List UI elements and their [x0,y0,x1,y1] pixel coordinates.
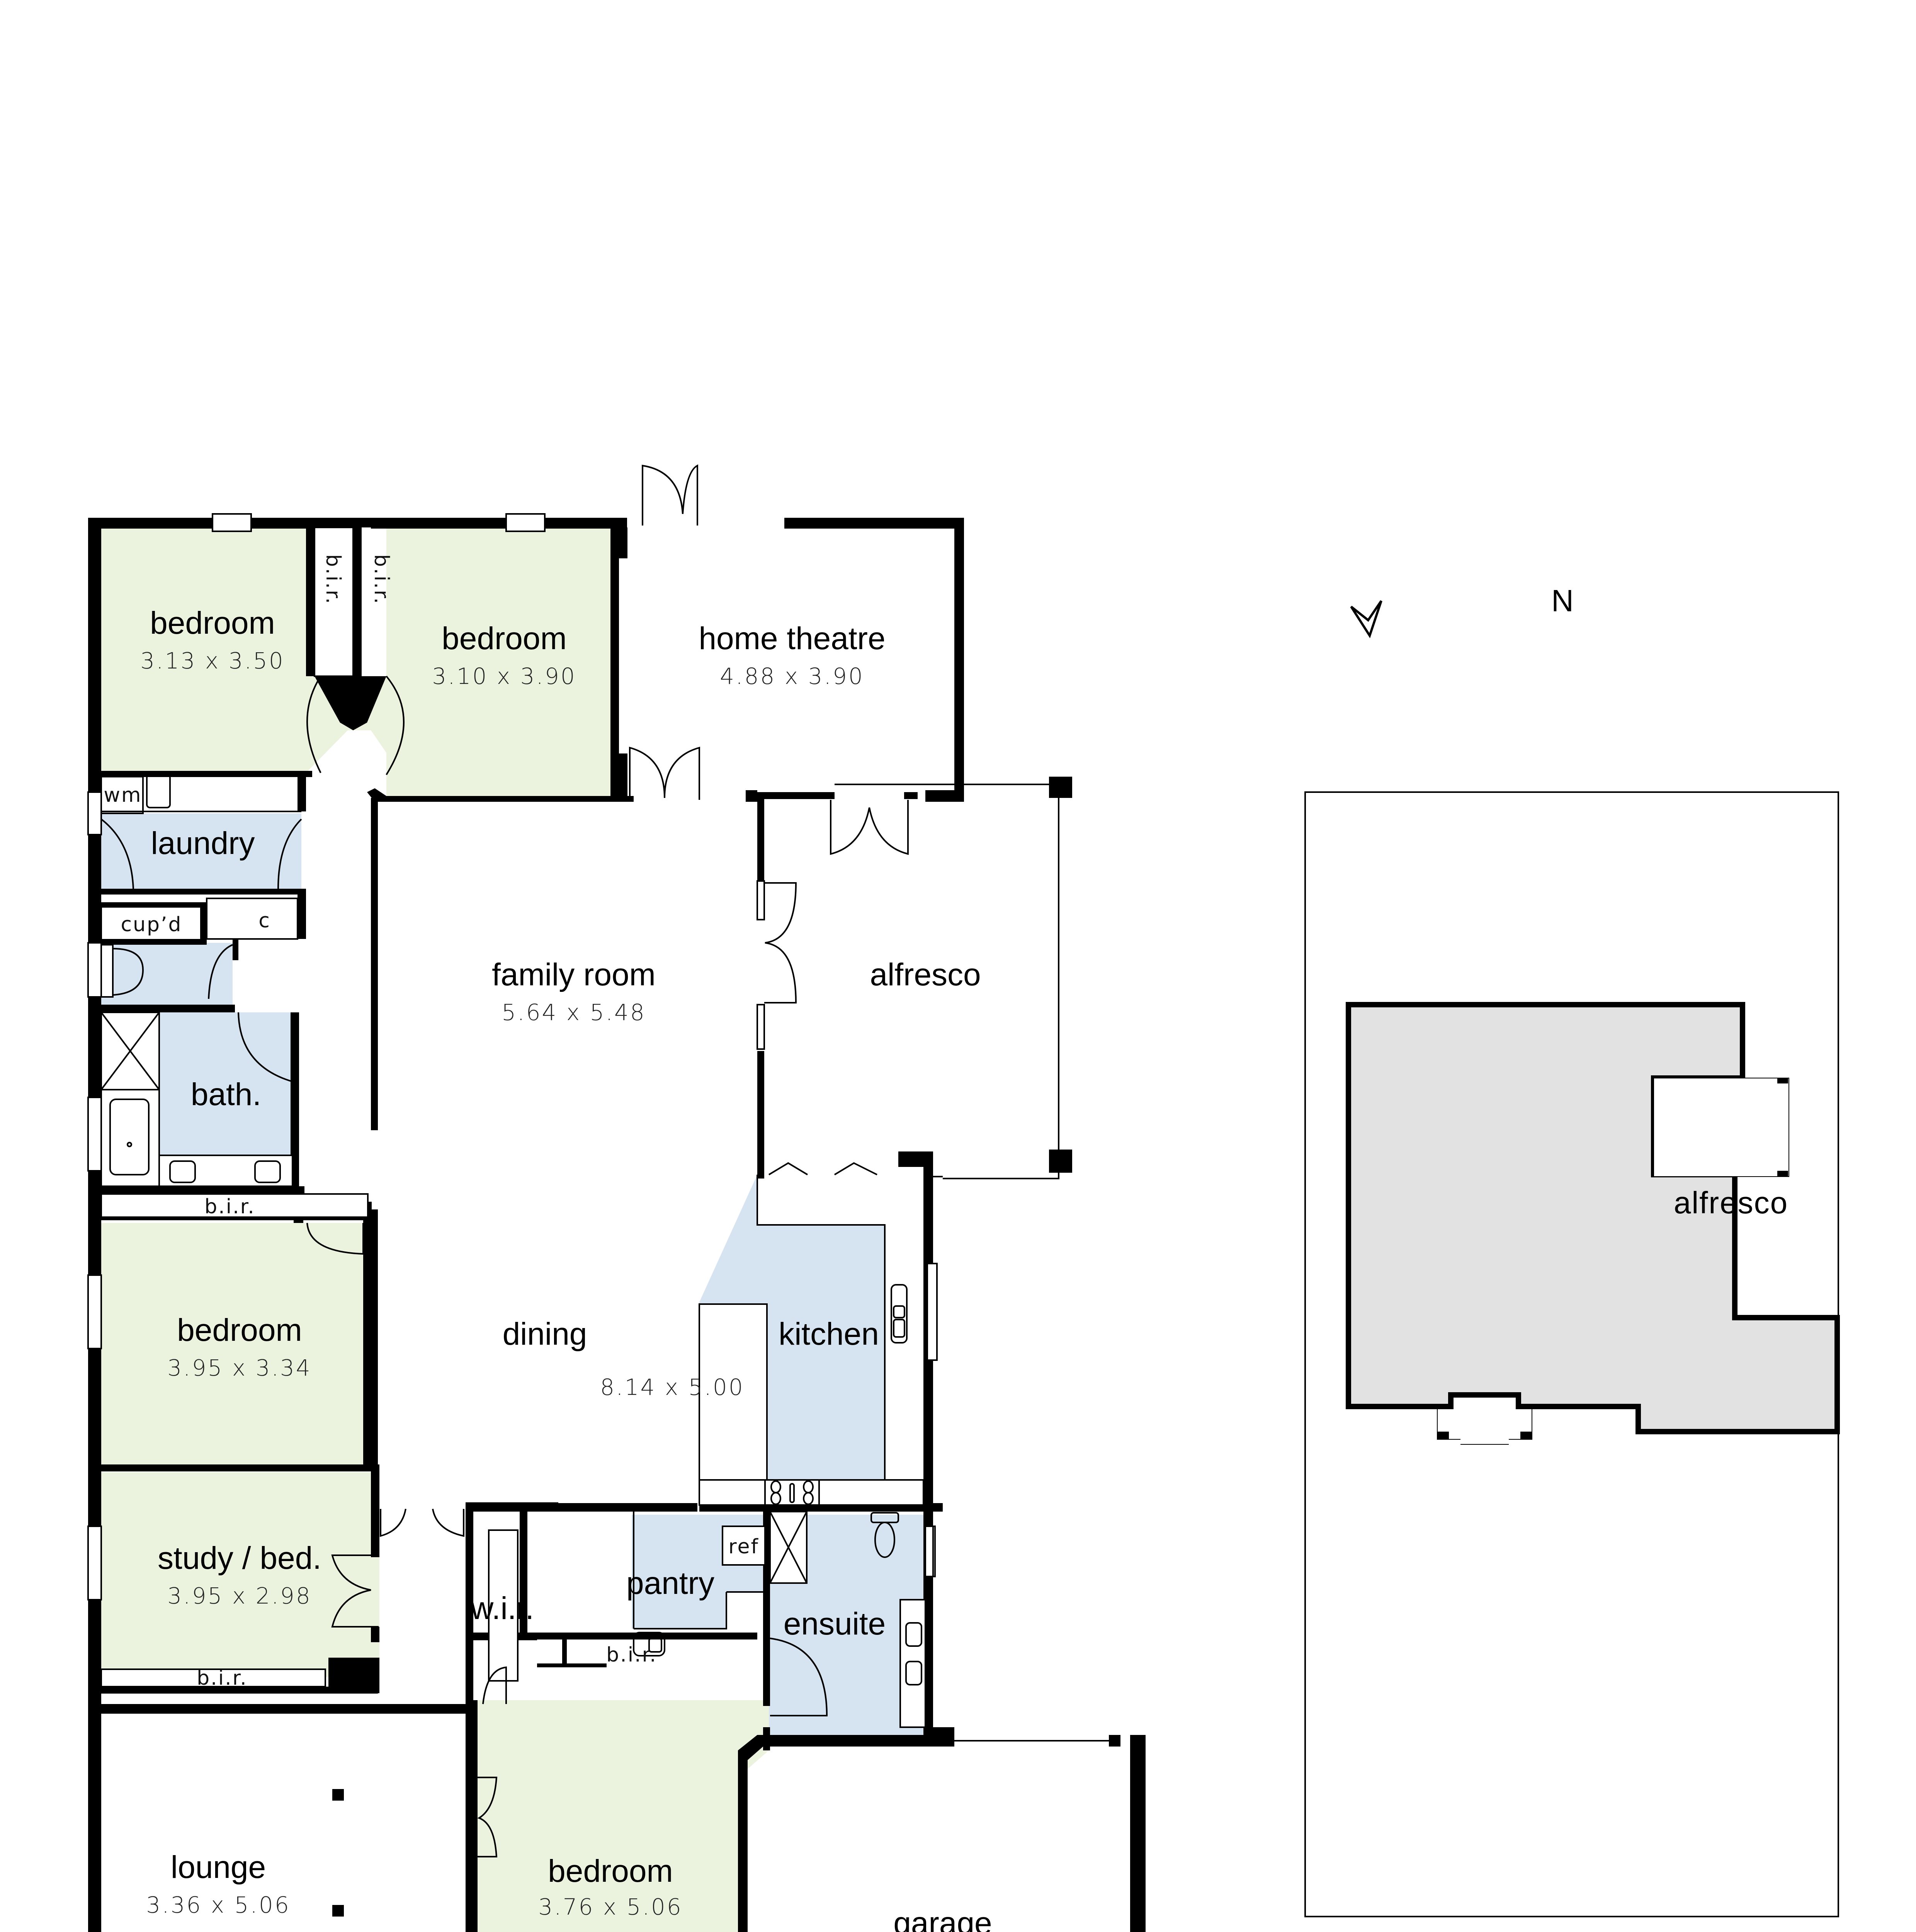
room-label-entry: entry [367,1927,437,1932]
site-alfresco [1653,1078,1789,1177]
room-label-garage: garage [893,1906,992,1932]
room-dims-bedroom-master: 3.76 x 5.06 [538,1894,682,1920]
room-label-bath: bath. [191,1077,261,1112]
site-plan: alfresco Dunnings Road [1304,791,1840,1917]
bedroom-2-fill [386,527,614,798]
room-dims-study-bed: 3.95 x 2.98 [167,1583,311,1609]
cupboard-label: cup’d [121,913,182,936]
room-label-family-room: family room [492,957,656,992]
room-label-dining: dining [503,1316,587,1352]
room-label-alfresco: alfresco [870,957,981,992]
room-label-wir: w.i.r. [470,1591,534,1626]
north-arrow-icon [1350,600,1382,638]
compass-label: N [1551,583,1574,618]
room-label-home-theatre: home theatre [699,621,885,656]
bedroom-1-fill [101,527,306,773]
room-fills [93,527,923,1932]
room-dims-bedroom-2: 3.10 x 3.90 [432,663,576,689]
bir-label-master: b.i.r. [606,1643,657,1667]
site-alfresco-label: alfresco [1674,1185,1788,1220]
thin-lines [87,464,1109,1857]
laundry-fill [93,813,301,891]
room-label-bedroom-2: bedroom [442,621,567,656]
room-label-bedroom-1: bedroom [150,605,275,641]
bir-label-bedroom-3: b.i.r. [204,1195,255,1218]
master-bedroom-fill [477,1700,769,1932]
c-label: c [258,909,271,932]
room-label-study-bed: study / bed. [158,1541,321,1576]
toilet-fill [101,943,233,1005]
bir-label-bedroom-1: b.i.r. [321,554,345,605]
room-labels: bedroom 3.13 x 3.50 bedroom 3.10 x 3.90 … [140,605,992,1932]
room-label-laundry: laundry [151,826,255,861]
study-fill [101,1472,379,1677]
room-dims-family-room: 5.64 x 5.48 [502,999,646,1026]
fixture-labels: b.i.r. b.i.r. wm cup’d c b.i.r. b.i.r. r… [104,554,759,1690]
room-dims-bedroom-3: 3.95 x 3.34 [167,1355,311,1381]
room-label-ensuite: ensuite [784,1606,886,1641]
ref-label: ref [728,1535,759,1558]
room-dims-dining: 8.14 x 5.00 [600,1374,744,1400]
bedroom-3-fill [101,1223,372,1464]
room-label-bedroom-master: bedroom [548,1854,673,1889]
bir-label-bedroom-2: b.i.r. [370,554,393,605]
compass: N [1350,583,1574,638]
walls [88,518,1146,1932]
bir-label-study: b.i.r. [197,1667,248,1690]
room-label-bedroom-3: bedroom [177,1313,302,1348]
room-label-pantry: pantry [626,1566,714,1601]
room-label-kitchen: kitchen [779,1316,879,1352]
room-label-lounge: lounge [171,1850,266,1885]
wm-label: wm [104,784,142,807]
room-dims-home-theatre: 4.88 x 3.90 [720,663,864,689]
room-dims-lounge: 3.36 x 5.06 [146,1892,290,1918]
room-dims-bedroom-1: 3.13 x 3.50 [140,648,284,674]
